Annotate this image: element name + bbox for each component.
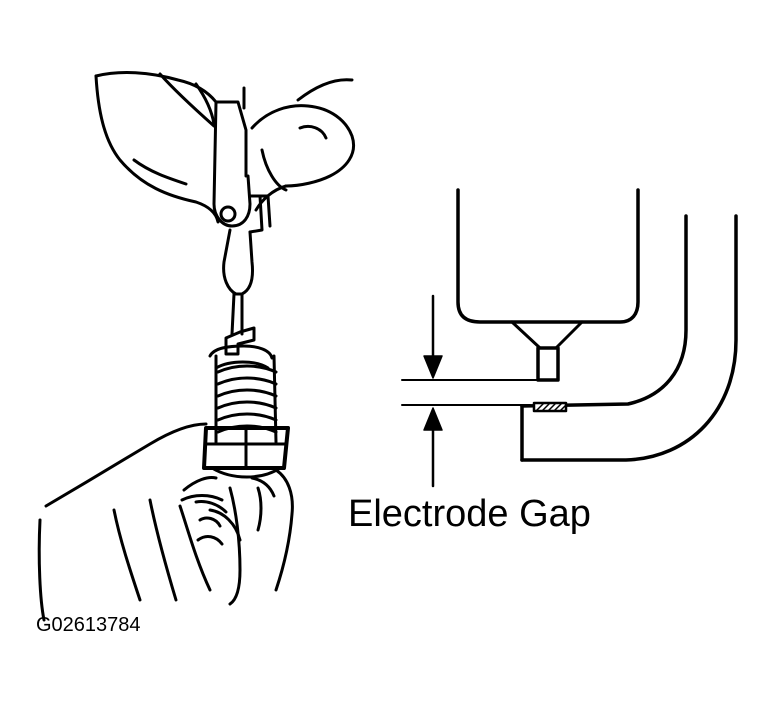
lower-hand-drawing	[37, 422, 294, 622]
gap-dimension-arrows	[401, 294, 539, 488]
spark-plug-drawing	[202, 326, 290, 479]
upper-hand-drawing	[94, 71, 355, 336]
electrode-gap-label: Electrode Gap	[348, 493, 591, 535]
insulator-body	[456, 188, 640, 382]
figure-id: G02613784	[36, 614, 141, 636]
ground-electrode	[520, 214, 738, 462]
